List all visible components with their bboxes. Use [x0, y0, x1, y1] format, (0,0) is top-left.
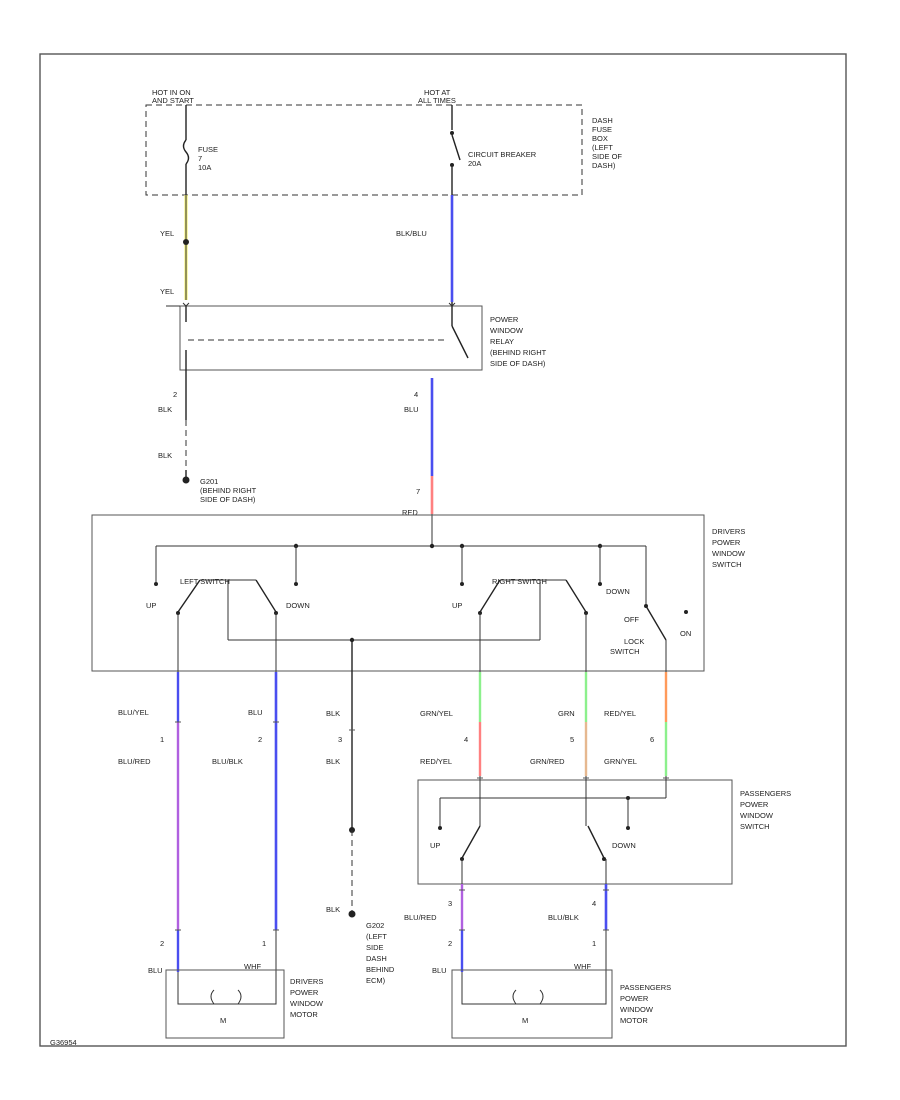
drivers-power-window-switch: DRIVERS POWER WINDOW SWITCH LEFT SWITCH … [91, 514, 747, 672]
svg-text:2: 2 [160, 939, 164, 948]
svg-text:UP: UP [430, 841, 440, 850]
wire-blu-yel-blu-red: BLU/YEL 1 BLU/RED 2 BLU [118, 613, 180, 975]
svg-text:5: 5 [570, 735, 574, 744]
wire-blk-blu: BLK/BLU [396, 195, 454, 302]
svg-text:DOWN: DOWN [606, 587, 630, 596]
dash-fuse-box: DASH FUSE BOX (LEFT SIDE OF DASH) [145, 104, 624, 196]
svg-text:UP: UP [452, 601, 462, 610]
svg-text:BLU/BLK: BLU/BLK [548, 913, 579, 922]
svg-text:RED/YEL: RED/YEL [604, 709, 636, 718]
svg-text:RED/YEL: RED/YEL [420, 757, 452, 766]
svg-text:1: 1 [262, 939, 266, 948]
svg-text:BLK: BLK [326, 905, 340, 914]
hot-run-start-label: HOT IN ON AND START [152, 88, 194, 105]
svg-text:UP: UP [146, 601, 156, 610]
svg-text:BLU/RED: BLU/RED [118, 757, 151, 766]
drivers-motor-label: DRIVERS POWER WINDOW MOTOR [290, 977, 325, 1019]
wire-blk-ground-g202: BLK 3 BLK BLK G202 (LEFT SIDE DASH BEHIN… [326, 640, 396, 985]
svg-text:YEL: YEL [160, 229, 174, 238]
svg-text:BLK: BLK [326, 709, 340, 718]
svg-text:WHF: WHF [574, 962, 591, 971]
svg-text:YEL: YEL [160, 287, 174, 296]
fuse-box-label: DASH FUSE BOX (LEFT SIDE OF DASH) [592, 116, 624, 170]
svg-text:BLU: BLU [404, 405, 419, 414]
svg-text:3: 3 [448, 899, 452, 908]
relay-label: POWER WINDOW RELAY (BEHIND RIGHT SIDE OF… [490, 315, 548, 368]
svg-text:2: 2 [258, 735, 262, 744]
passengers-power-window-switch: PASSENGERS POWER WINDOW SWITCH UP DOWN [417, 776, 793, 885]
wire-pass-blu-blk: 4 BLU/BLK 1 WHF [548, 859, 608, 972]
svg-text:6: 6 [650, 735, 654, 744]
wire-red-yel-grn-yel: RED/YEL 6 GRN/YEL [604, 640, 668, 776]
ground-g202-label: G202 (LEFT SIDE DASH BEHIND ECM) [366, 921, 396, 985]
svg-text:BLU: BLU [432, 966, 447, 975]
wire-blk-ground-g201: 2 BLK BLK G201 (BEHIND RIGHT SIDE OF DAS… [158, 370, 258, 504]
wire-yel: YEL YEL [160, 195, 189, 300]
wire-grn-yel-red-yel: GRN/YEL 4 RED/YEL [420, 613, 482, 776]
svg-text:WHF: WHF [244, 962, 261, 971]
svg-text:BLU/RED: BLU/RED [404, 913, 437, 922]
svg-text:1: 1 [160, 735, 164, 744]
svg-text:BLK: BLK [326, 757, 340, 766]
right-switch-label: RIGHT SWITCH [492, 577, 547, 586]
svg-text:1: 1 [592, 939, 596, 948]
drivers-switch-label: DRIVERS POWER WINDOW SWITCH [712, 527, 747, 569]
power-window-relay: POWER WINDOW RELAY (BEHIND RIGHT SIDE OF… [166, 302, 548, 371]
drivers-power-window-motor: M DRIVERS POWER WINDOW MOTOR [165, 969, 325, 1039]
page-code: G36954 [50, 1038, 77, 1047]
svg-text:7: 7 [416, 487, 420, 496]
svg-text:DOWN: DOWN [286, 601, 310, 610]
connector-marks [175, 721, 669, 931]
svg-text:GRN/YEL: GRN/YEL [604, 757, 637, 766]
circuit-breaker-label: CIRCUIT BREAKER 20A [468, 150, 538, 168]
diagram-frame [39, 53, 847, 1047]
svg-text:2: 2 [173, 390, 177, 399]
svg-text:DOWN: DOWN [612, 841, 636, 850]
motor-m-label: M [522, 1016, 528, 1025]
svg-text:BLK: BLK [158, 405, 172, 414]
svg-text:BLK: BLK [158, 451, 172, 460]
wire-blu-relay-to-switch: 4 BLU 7 RED [402, 378, 434, 546]
svg-text:4: 4 [592, 899, 596, 908]
svg-text:GRN/YEL: GRN/YEL [420, 709, 453, 718]
svg-text:2: 2 [448, 939, 452, 948]
svg-text:ON: ON [680, 629, 691, 638]
svg-text:BLU/BLK: BLU/BLK [212, 757, 243, 766]
passengers-motor-label: PASSENGERS POWER WINDOW MOTOR [620, 983, 673, 1025]
svg-text:GRN: GRN [558, 709, 575, 718]
svg-text:BLU: BLU [248, 708, 263, 717]
svg-text:BLU/YEL: BLU/YEL [118, 708, 149, 717]
passengers-switch-label: PASSENGERS POWER WINDOW SWITCH [740, 789, 793, 831]
svg-text:3: 3 [338, 735, 342, 744]
left-switch-label: LEFT SWITCH [180, 577, 230, 586]
lock-switch-label: LOCK SWITCH [610, 637, 647, 656]
fuse-7: FUSE 7 10A [182, 105, 220, 195]
svg-text:OFF: OFF [624, 615, 639, 624]
svg-text:GRN/RED: GRN/RED [530, 757, 565, 766]
wire-grn-grn-red: GRN 5 GRN/RED [530, 613, 588, 776]
svg-text:BLK/BLU: BLK/BLU [396, 229, 427, 238]
svg-text:BLU: BLU [148, 966, 163, 975]
circuit-breaker: CIRCUIT BREAKER 20A [450, 105, 538, 195]
hot-all-times-label: HOT AT ALL TIMES [418, 88, 456, 105]
svg-text:RED: RED [402, 508, 418, 517]
wire-blu-blu-blk: BLU 2 BLU/BLK 1 WHF [212, 613, 278, 972]
wire-pass-blu-red: 3 BLU/RED 2 BLU [404, 859, 464, 975]
svg-text:4: 4 [464, 735, 468, 744]
fuse-label: FUSE 7 10A [198, 145, 220, 172]
motor-m-label: M [220, 1016, 226, 1025]
passengers-power-window-motor: M PASSENGERS POWER WINDOW MOTOR [451, 969, 673, 1039]
svg-text:4: 4 [414, 390, 418, 399]
ground-g201-label: G201 (BEHIND RIGHT SIDE OF DASH) [200, 477, 258, 504]
